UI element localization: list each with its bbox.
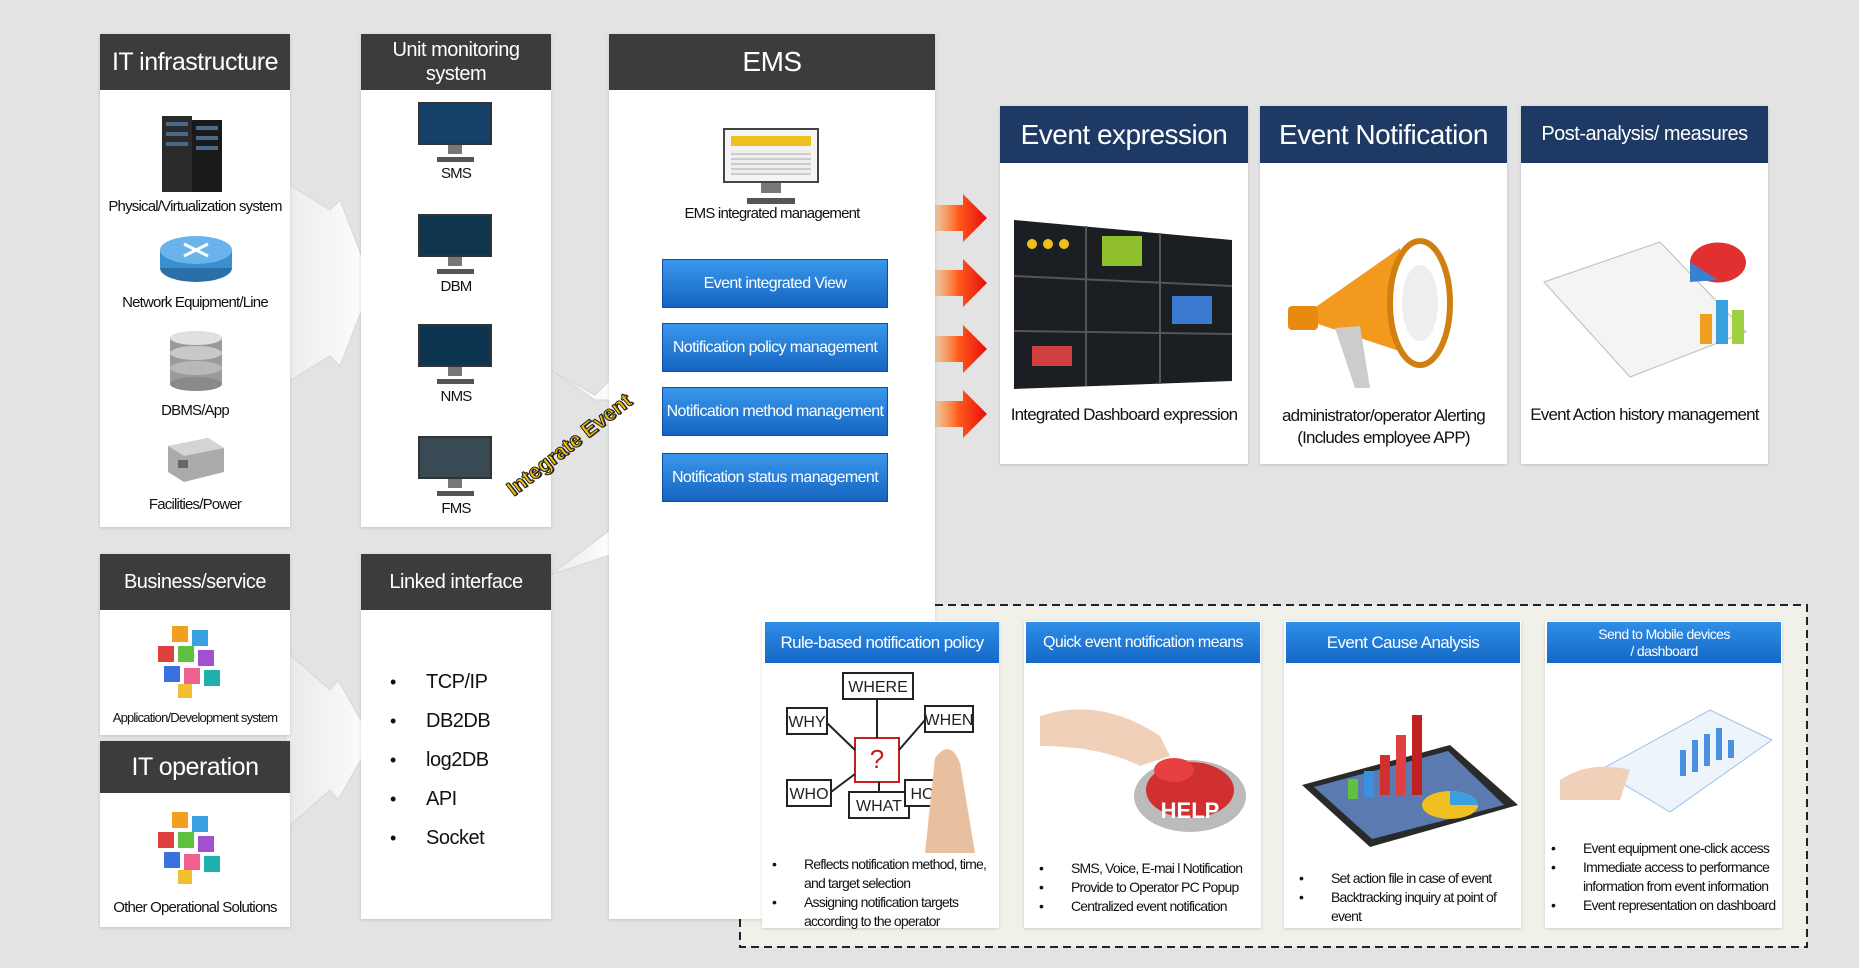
infra-item-label: Physical/Virtualization system — [108, 198, 282, 215]
report-chart-icon — [1543, 241, 1747, 378]
app-cubes-icon — [158, 812, 220, 884]
protocol-list: TCP/IP DB2DB log2DB API Socket — [390, 663, 491, 858]
feature-bullet: Event representation on dashboard — [1547, 896, 1787, 915]
linked-interface-title: Linked interface — [361, 554, 551, 610]
nms-monitor-icon — [418, 324, 492, 384]
mindmap-who: WHO — [789, 786, 828, 803]
red-arrow-1 — [930, 194, 987, 242]
help-sign-text: HELP — [1161, 798, 1220, 823]
post-analysis-caption: Event Action history management — [1530, 405, 1759, 424]
protocol-item: API — [390, 780, 490, 819]
tablet-chart-illustration — [1302, 715, 1518, 847]
feature-bullets-mobile: Event equipment one-click access Immedia… — [1547, 839, 1787, 915]
unit-monitoring-title: Unit monitoring system — [361, 34, 551, 90]
app-cubes-icon — [158, 626, 220, 698]
feature-bullet: Set action file in case of event — [1295, 869, 1525, 888]
red-arrow-3 — [930, 325, 987, 373]
event-notification-caption: administrator/operator Alerting (Include… — [1282, 406, 1486, 447]
feature-title-rule: Rule-based notification policy — [765, 622, 999, 663]
dashboard-wall-icon — [1013, 220, 1233, 389]
infra-item-label: Network Equipment/Line — [122, 294, 269, 311]
feature-bullets-cause: Set action file in case of event Backtra… — [1295, 869, 1525, 926]
mindmap-question: ? — [870, 744, 884, 774]
it-infrastructure-title: IT infrastructure — [100, 34, 290, 90]
feature-bullets-quick: SMS, Voice, E-mai l Notification Provide… — [1035, 859, 1265, 916]
mindmap-why: WHY — [788, 714, 826, 731]
feature-bullet: Reflects notification method, time, and … — [768, 855, 1000, 893]
red-arrow-4 — [930, 390, 987, 438]
monitor-item-label: SMS — [440, 165, 472, 182]
infra-item-label: Facilities/Power — [148, 496, 242, 513]
protocol-item: log2DB — [390, 741, 490, 780]
notification-status-button[interactable]: Notification status management — [662, 453, 888, 502]
business-service-title: Business/service — [100, 554, 290, 610]
feature-bullet: Event equipment one-click access — [1547, 839, 1787, 858]
event-expression-title: Event expression — [1000, 106, 1248, 163]
mindmap-where: WHERE — [848, 679, 908, 696]
business-to-interface-arrow — [284, 648, 373, 832]
feature-title-cause: Event Cause Analysis — [1286, 622, 1520, 663]
feature-bullet: Provide to Operator PC Popup — [1035, 878, 1265, 897]
post-analysis-title: Post-analysis/ measures — [1521, 106, 1768, 163]
sms-monitor-icon — [418, 102, 492, 162]
megaphone-icon — [1288, 238, 1453, 388]
ems-title: EMS — [609, 34, 935, 90]
infra-item-label: DBMS/App — [161, 402, 230, 419]
fms-monitor-icon — [418, 436, 492, 496]
business-item-label: Application/Development system — [112, 710, 278, 725]
dbm-monitor-icon — [418, 214, 492, 274]
feature-bullet: Assigning notification targets according… — [768, 893, 1000, 931]
mindmap-illustration: WHERE WHY WHEN WHO WHAT HOW ? — [786, 672, 975, 853]
event-notification-title: Event Notification — [1260, 106, 1507, 163]
red-arrow-2 — [930, 259, 987, 307]
feature-bullet: Centralized event notification — [1035, 897, 1265, 916]
router-icon — [160, 236, 232, 282]
protocol-item: TCP/IP — [390, 663, 490, 702]
help-button-illustration: HELP — [1040, 709, 1246, 832]
event-integrated-view-button[interactable]: Event integrated View — [662, 259, 888, 308]
interface-to-ems-arrow — [549, 529, 611, 576]
power-unit-icon — [168, 438, 224, 482]
ems-monitor-icon — [723, 128, 819, 204]
feature-title-quick: Quick event notification means — [1026, 622, 1260, 663]
protocol-item: Socket — [390, 819, 490, 858]
operation-item-label: Other Operational Solutions — [113, 899, 277, 916]
feature-bullet: SMS, Voice, E-mai l Notification — [1035, 859, 1265, 878]
monitor-item-label: NMS — [440, 388, 473, 405]
feature-bullet: Backtracking inquiry at point of event — [1295, 888, 1525, 926]
notification-method-button[interactable]: Notification method management — [662, 387, 888, 436]
mindmap-when: WHEN — [925, 712, 974, 729]
it-operation-title: IT operation — [100, 741, 290, 793]
server-rack-icon — [162, 116, 222, 192]
tablet-graph-illustration — [1560, 709, 1773, 813]
protocol-item: DB2DB — [390, 702, 491, 741]
feature-title-mobile: Send to Mobile devices / dashboard — [1547, 622, 1781, 663]
monitor-item-label: DBM — [440, 278, 473, 295]
feature-bullets-rule: Reflects notification method, time, and … — [768, 855, 1000, 931]
monitor-to-ems-arrow — [549, 369, 611, 401]
event-expression-caption: Integrated Dashboard expression — [1010, 405, 1238, 424]
ems-caption: EMS integrated management — [684, 205, 860, 222]
mindmap-what: WHAT — [856, 798, 902, 815]
monitor-item-label: FMS — [441, 500, 471, 517]
feature-bullet: Immediate access to performance informat… — [1547, 858, 1787, 896]
database-icon — [170, 331, 222, 391]
notification-policy-button[interactable]: Notification policy management — [662, 323, 888, 372]
